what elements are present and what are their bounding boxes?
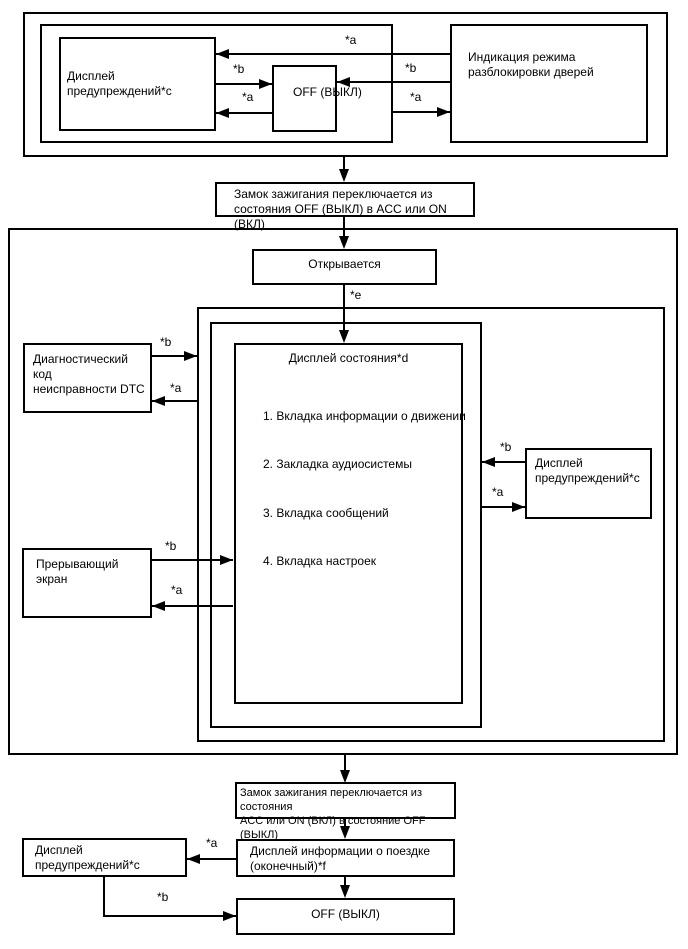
label-a-warning-right: *a [492, 485, 504, 499]
label-b-warning-to-off: *b [233, 62, 245, 76]
ignition-on-line1: Замок зажигания переключается из [234, 187, 433, 201]
arrow-dtc-to-display-line [152, 355, 197, 357]
arrow-display-to-warning-right-head [512, 502, 525, 512]
status-display-box: Дисплей состояния*d 1. Вкладка информаци… [234, 343, 466, 704]
arrow-door-to-warning-head [216, 49, 229, 59]
status-item-audio: 2. Закладка аудиосистемы [263, 457, 412, 471]
warning-display-bottom-box: Дисплей предупреждений*c [22, 838, 187, 877]
door-unlock-indication-box: Индикация режима разблокировки дверей [450, 24, 648, 143]
arrow-section2-to-ignition-off-head [340, 770, 350, 783]
arrow-display-to-dtc-line [152, 400, 197, 402]
arrow-status-to-interrupt-line [152, 605, 233, 607]
warning-display-right-line1: Дисплей [535, 456, 583, 470]
arrow-interrupt-to-status-line [152, 559, 233, 561]
dtc-box: Диагностический код неисправности DTC [23, 343, 152, 413]
ignition-on-transition-box: Замок зажигания переключается из состоян… [215, 182, 475, 231]
arrow-off-to-warning-line [216, 112, 272, 114]
warning-display-top-box: Дисплей предупреждений*c [59, 37, 216, 131]
main-section-frame [8, 228, 678, 755]
trip-display-line2: (оконечный)*f [250, 859, 326, 873]
trip-info-display-box: Дисплей информации о поездке (оконечный)… [236, 839, 455, 877]
arrow-group-to-door-line [393, 111, 450, 113]
arrow-warning-to-off-bottom-head [223, 911, 236, 921]
interrupt-screen-box: Прерывающий экран [22, 548, 152, 618]
label-a-trip-to-warning: *a [206, 836, 218, 850]
opens-label: Открывается [308, 257, 381, 271]
arrow-ignition-off-to-trip-head [340, 826, 350, 839]
warning-display-right-line2: предупреждений*c [535, 471, 640, 485]
off-state-top-label: OFF (ВЫКЛ) [293, 85, 362, 99]
arrow-dtc-to-display-head [184, 351, 197, 361]
interrupt-screen-label: Прерывающий экран [36, 557, 119, 586]
label-b-dtc-to-display: *b [160, 335, 172, 349]
arrow-door-to-off-head [337, 77, 350, 87]
display-inner-frame [210, 322, 482, 728]
label-a-display-to-dtc: *a [170, 381, 182, 395]
status-item-messages: 3. Вкладка сообщений [263, 506, 389, 520]
dtc-line2: неисправности DTC [33, 382, 145, 396]
label-b-warning-right: *b [500, 440, 512, 454]
arrow-group-to-door-head [437, 107, 450, 117]
arrow-warning-to-off-bottom-hline [103, 915, 236, 917]
label-b-warning-to-off-bottom: *b [157, 890, 169, 904]
arrow-trip-to-warning-line [187, 858, 236, 860]
arrow-display-to-warning-right-line [482, 506, 525, 508]
display-outer-frame [197, 307, 665, 742]
arrow-section2-to-ignition-off-line [344, 755, 346, 771]
label-b-interrupt-to-status: *b [165, 539, 177, 553]
ignition-on-line2: состояния OFF (ВЫКЛ) в ACC или ON (ВКЛ) [234, 202, 447, 231]
arrow-warning-to-off-line [216, 83, 272, 85]
label-a-off-to-warning: *a [242, 90, 254, 104]
arrow-opens-to-status-head [339, 330, 349, 343]
label-a-door-to-warning: *a [345, 33, 357, 47]
ignition-off-line2: ACC или ON (ВКЛ) в состояние OFF (ВЫКЛ) [240, 815, 426, 841]
label-e-opens-to-status: *e [350, 288, 362, 302]
arrow-interrupt-to-status-head [220, 555, 233, 565]
arrow-trip-to-off-head [340, 885, 350, 898]
arrow-ignition-off-to-trip-line [344, 819, 346, 828]
arrow-warning-right-to-display-line [482, 461, 525, 463]
arrow-off-to-warning-head [216, 108, 229, 118]
door-unlock-line2: разблокировки дверей [468, 65, 594, 79]
warning-display-bottom-label: Дисплей предупреждений*c [35, 843, 140, 872]
arrow-display-to-dtc-head [152, 396, 165, 406]
status-item-settings: 4. Вкладка настроек [263, 554, 376, 568]
arrow-door-to-off-line [337, 81, 450, 83]
arrow-warning-to-off-bottom-vline [103, 877, 105, 917]
status-item-trip-info: 1. Вкладка информации о движении [263, 409, 466, 423]
trip-display-line1: Дисплей информации о поездке [250, 844, 431, 858]
ignition-off-line1: Замок зажигания переключается из состоян… [240, 787, 422, 813]
off-state-bottom-label: OFF (ВЫКЛ) [311, 907, 380, 921]
arrow-trip-to-off-line [344, 877, 346, 887]
off-state-top-box: OFF (ВЫКЛ) [272, 65, 362, 132]
arrow-section1-to-ignition-line [343, 157, 345, 171]
label-b-door-to-off: *b [405, 61, 417, 75]
label-a-group-to-door: *a [410, 90, 422, 104]
arrow-trip-to-warning-head [187, 854, 200, 864]
arrow-status-to-interrupt-head [152, 601, 165, 611]
arrow-ignition-to-opens-head [339, 236, 349, 249]
door-unlock-line1: Индикация режима [468, 50, 576, 64]
dtc-line1: Диагностический код [33, 352, 128, 381]
top-section-frame [23, 12, 668, 157]
label-a-status-to-interrupt: *a [171, 583, 183, 597]
arrow-warning-to-off-head [259, 79, 272, 89]
arrow-warning-right-to-display-head [482, 457, 495, 467]
status-display-title: Дисплей состояния*d [288, 351, 409, 365]
warning-display-right-box: Дисплей предупреждений*c [525, 448, 652, 519]
inner-group-frame [40, 24, 393, 143]
ignition-off-transition-box: Замок зажигания переключается из состоян… [235, 782, 456, 841]
arrow-door-to-warning-line [216, 53, 450, 55]
warning-display-top-label: Дисплей предупреждений*c [67, 69, 172, 98]
off-state-bottom-box: OFF (ВЫКЛ) [236, 898, 455, 935]
arrow-section1-to-ignition-head [339, 169, 349, 182]
opens-box: Открывается [252, 249, 437, 285]
arrow-ignition-to-opens-line [343, 217, 345, 238]
